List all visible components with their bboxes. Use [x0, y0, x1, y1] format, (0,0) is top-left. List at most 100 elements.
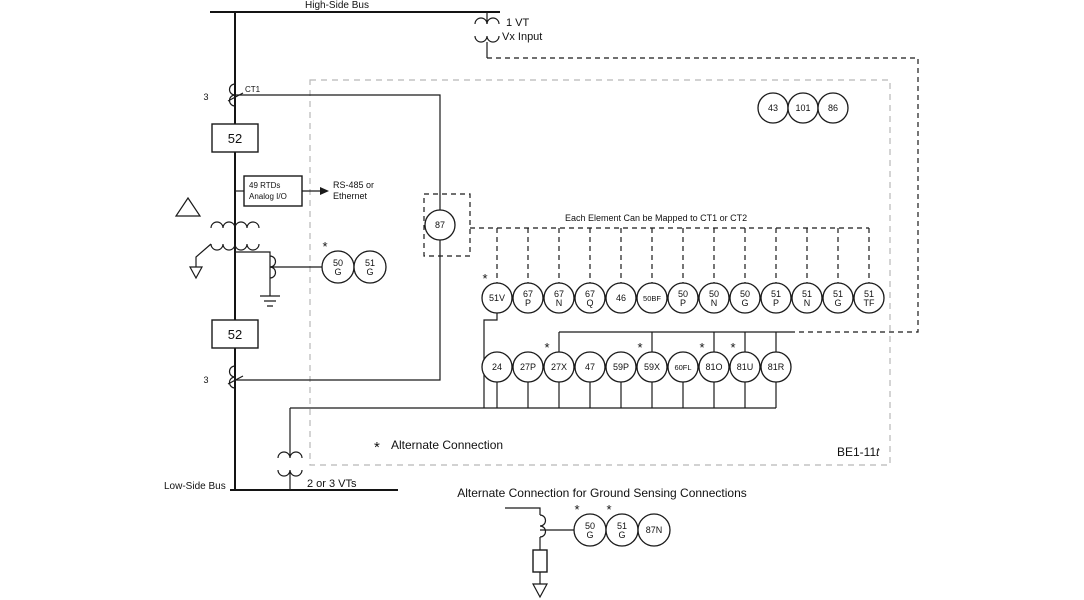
alternate-connection-marker: *	[699, 340, 704, 355]
vt-count-label: 1 VT	[506, 17, 530, 29]
svg-text:51P: 51P	[771, 289, 781, 308]
differential-element: 87	[424, 209, 456, 241]
svg-text:87N: 87N	[646, 525, 663, 535]
svg-text:24: 24	[492, 362, 502, 372]
87-mapping-bracket	[423, 193, 471, 257]
svg-text:50N: 50N	[709, 289, 719, 308]
alternate-connection-marker: *	[606, 502, 611, 517]
svg-text:67Q: 67Q	[585, 289, 595, 308]
ct1-label: CT1	[245, 85, 261, 94]
svg-text:81O: 81O	[705, 362, 722, 372]
high-side-bus-label: High-Side Bus	[305, 0, 369, 11]
breaker-top-box	[211, 123, 259, 153]
comm-label-line1: RS-485 or	[333, 180, 374, 190]
svg-text:27X: 27X	[551, 362, 567, 372]
svg-text:51G: 51G	[617, 521, 627, 540]
voltage-element: 81R	[760, 351, 792, 383]
control-element: 101	[787, 92, 819, 124]
relay-model-suffix: t	[876, 445, 880, 459]
voltage-element: 47	[574, 351, 606, 383]
neutral-wire	[235, 251, 271, 296]
wye-ground-lead	[195, 243, 212, 267]
wye-ground-arrow-icon	[188, 266, 204, 280]
current-element: 51V*	[481, 271, 513, 314]
voltage-element: 59X*	[636, 340, 668, 383]
low-side-bus-label: Low-Side Bus	[164, 481, 226, 492]
relay-model-label: BE1-11	[837, 445, 876, 459]
vx-input-label: Vx Input	[502, 31, 542, 43]
vx-input-wire	[487, 57, 919, 333]
control-element: 86	[817, 92, 849, 124]
alternate-connection-marker: *	[637, 340, 642, 355]
svg-text:47: 47	[585, 362, 595, 372]
voltage-element: 81O*	[698, 340, 730, 383]
alternate-connection-marker: *	[322, 239, 327, 254]
svg-text:50G: 50G	[740, 289, 750, 308]
svg-text:50P: 50P	[678, 289, 688, 308]
svg-text:50G: 50G	[333, 258, 343, 277]
svg-text:67N: 67N	[554, 289, 564, 308]
alternate-connection-marker: *	[730, 340, 735, 355]
voltage-element: 24	[481, 351, 513, 383]
svg-text:87: 87	[435, 220, 445, 230]
ground-sensing-note-label: Alternate Connection for Ground Sensing …	[457, 486, 747, 500]
svg-text:46: 46	[616, 293, 626, 303]
current-element: 50BF	[636, 282, 668, 314]
ground-symbol	[260, 295, 280, 307]
svg-text:51G: 51G	[365, 258, 375, 277]
transformer-primary-winding	[210, 221, 260, 229]
voltage-element: 27X*	[543, 340, 575, 383]
vt-top-primary-coil	[474, 17, 500, 25]
delta-winding-icon	[174, 196, 202, 217]
svg-text:27P: 27P	[520, 362, 536, 372]
svg-text:51V: 51V	[489, 293, 505, 303]
rtd-label-line2: Analog I/O	[249, 192, 287, 201]
voltage-element: 81U*	[729, 340, 761, 383]
ground-sensing-ct-symbol	[539, 514, 547, 538]
voltage-element: 27P	[512, 351, 544, 383]
svg-text:81U: 81U	[737, 362, 754, 372]
svg-text:51G: 51G	[833, 289, 843, 308]
alternate-connection-marker: *	[482, 271, 487, 286]
comm-label-line2: Ethernet	[333, 191, 368, 201]
vt-bottom-primary-coil	[277, 469, 303, 477]
vt-top-secondary-coil	[474, 35, 500, 43]
ground-sensing-lead	[505, 507, 541, 515]
mapping-note-label: Each Element Can be Mapped to CT1 or CT2	[565, 213, 747, 223]
breaker-bottom-box	[211, 319, 259, 349]
voltage-element: 60FL	[667, 351, 699, 383]
alternate-connection-marker: *	[544, 340, 549, 355]
phase-count-top-label: 3	[203, 92, 208, 102]
rtd-label-line1: 49 RTDs	[249, 181, 280, 190]
ct2-to-87-wire	[235, 240, 441, 381]
svg-text:43: 43	[768, 103, 778, 113]
current-element: 46	[605, 282, 637, 314]
svg-text:50BF: 50BF	[643, 294, 661, 303]
grounding-resistor	[532, 549, 548, 573]
alternate-connection-marker: *	[574, 502, 579, 517]
svg-text:86: 86	[828, 103, 838, 113]
svg-text:51N: 51N	[802, 289, 812, 308]
vts-bottom-label: 2 or 3 VTs	[307, 478, 357, 490]
svg-text:101: 101	[795, 103, 810, 113]
transformer-secondary-winding	[210, 243, 260, 251]
ct2-symbol	[228, 365, 236, 389]
ct1-phase-slash	[227, 92, 244, 102]
phase-count-bottom-label: 3	[203, 375, 208, 385]
vt-bottom-secondary-coil	[277, 451, 303, 459]
